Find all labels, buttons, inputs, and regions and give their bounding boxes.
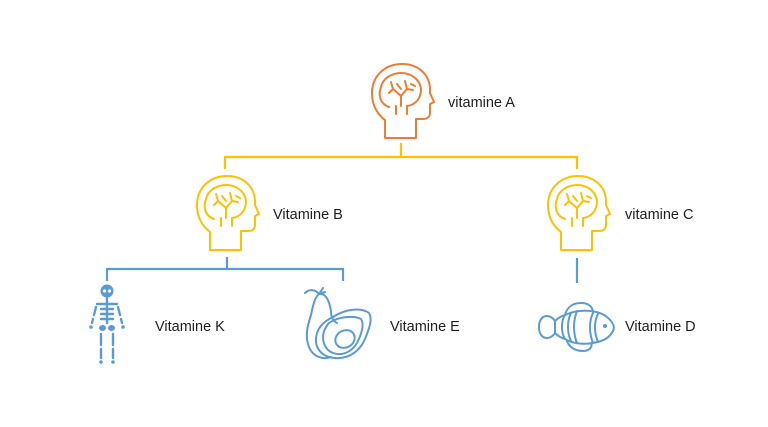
head-brain-icon (371, 63, 435, 139)
node-label-a: vitamine A (448, 95, 515, 111)
connector-b-to-ke (105, 257, 345, 281)
node-label-d: Vitamine D (625, 319, 696, 335)
node-label-b: Vitamine B (273, 207, 343, 223)
connector-a-to-bc (223, 143, 579, 169)
node-label-c: vitamine C (625, 207, 694, 223)
avocado-icon (304, 287, 372, 360)
clownfish-icon (538, 302, 615, 352)
head-brain-icon (547, 175, 611, 251)
node-label-k: Vitamine K (155, 319, 225, 335)
head-brain-icon (196, 175, 260, 251)
skeleton-icon (89, 284, 125, 364)
node-label-e: Vitamine E (390, 319, 460, 335)
